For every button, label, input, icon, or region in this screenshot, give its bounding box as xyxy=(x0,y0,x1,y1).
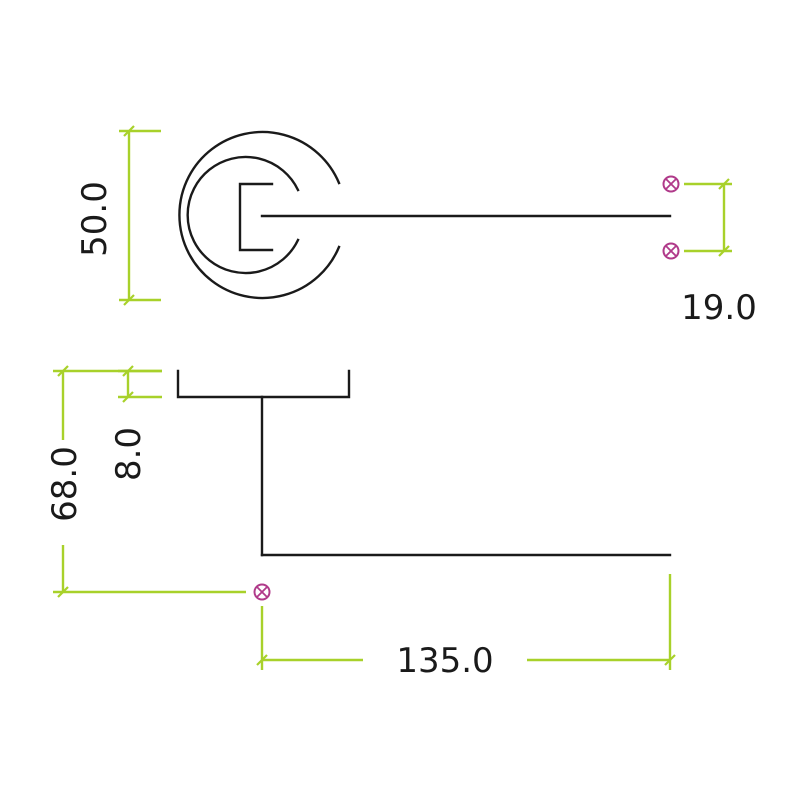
dimension-label-8: 8.0 xyxy=(109,427,149,481)
dimension-label-68: 68.0 xyxy=(45,446,85,522)
spindle-bracket xyxy=(238,182,274,252)
rose-outer-ring xyxy=(178,130,341,300)
dimension-projection: 68.0 xyxy=(45,365,246,598)
fixing-point-icon xyxy=(662,242,680,260)
rose-side-profile xyxy=(176,369,351,399)
dimension-label-19: 19.0 xyxy=(681,288,757,328)
dimension-rose-diameter: 50.0 xyxy=(75,125,161,306)
dimension-fixing-spacing: 19.0 xyxy=(681,178,757,328)
rose-inner-ring xyxy=(186,155,300,275)
top-view xyxy=(178,130,680,300)
dimension-lever-length: 135.0 xyxy=(256,574,676,681)
dimension-rose-thickness: 8.0 xyxy=(109,365,162,481)
fixing-point-icon xyxy=(253,583,271,601)
fixing-point-icon xyxy=(662,175,680,193)
dimension-label-135: 135.0 xyxy=(396,641,493,681)
side-view xyxy=(176,369,672,601)
dimension-label-50: 50.0 xyxy=(75,181,115,257)
